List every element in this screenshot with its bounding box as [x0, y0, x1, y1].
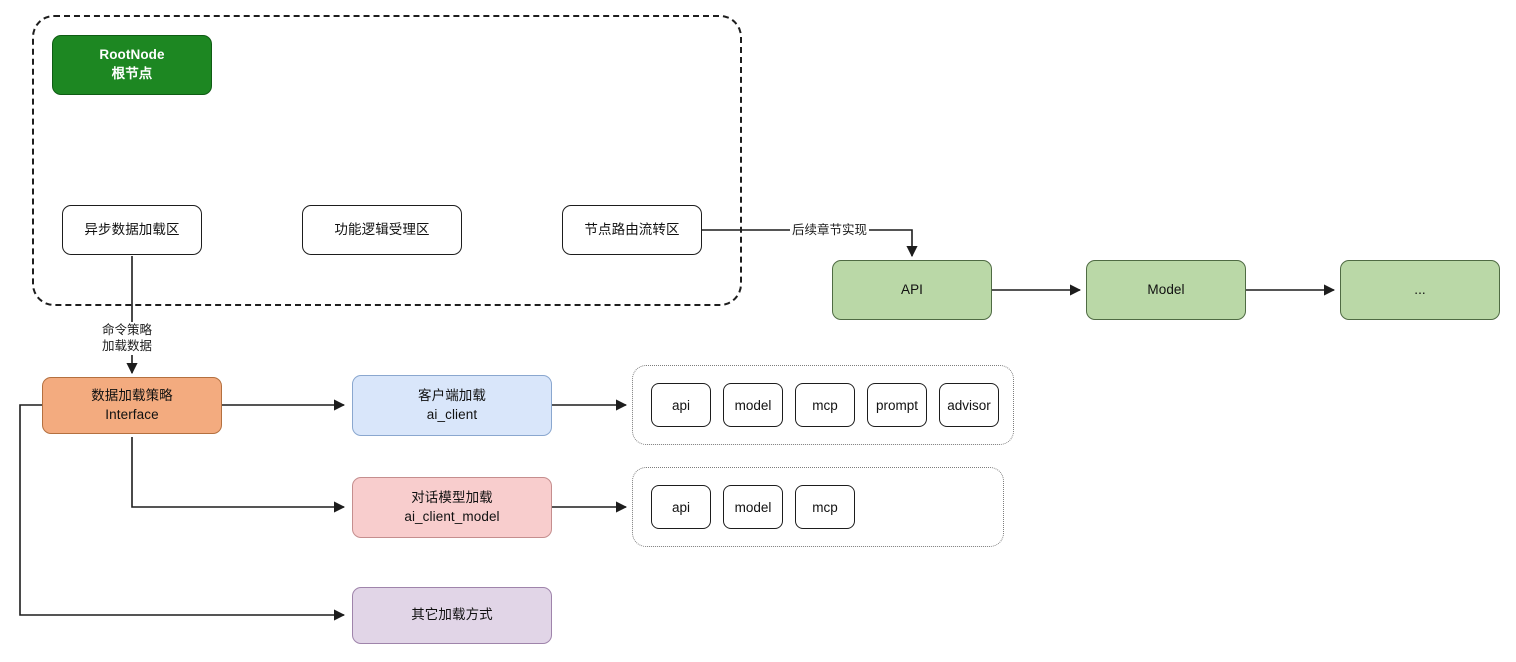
node-interface-line2: Interface: [105, 406, 159, 422]
node-zone-function-logic-label: 功能逻辑受理区: [334, 221, 430, 237]
node-strategy-ai-client[interactable]: 客户端加载 ai_client: [352, 375, 552, 436]
chip-api[interactable]: api: [651, 485, 711, 529]
node-data-load-strategy-interface[interactable]: 数据加载策略 Interface: [42, 377, 222, 434]
chip-mcp[interactable]: mcp: [795, 383, 855, 427]
edge-interface-to-ai-client-model: [131, 437, 346, 513]
node-pipeline-api[interactable]: API: [832, 260, 992, 320]
node-strategy-other-line1: 其它加载方式: [411, 607, 493, 623]
node-zone-async-data-load-label: 异步数据加载区: [84, 221, 180, 237]
node-strategy-other[interactable]: 其它加载方式: [352, 587, 552, 644]
root-node-container: [32, 15, 742, 306]
node-root[interactable]: RootNode 根节点: [52, 35, 212, 95]
edge-label-command-strategy: 命令策略 加载数据: [100, 322, 155, 355]
node-zone-node-routing[interactable]: 节点路由流转区: [562, 205, 702, 255]
chip-model[interactable]: model: [723, 383, 783, 427]
node-strategy-ai-client-line2: ai_client: [426, 406, 478, 422]
node-zone-async-data-load[interactable]: 异步数据加载区: [62, 205, 202, 255]
node-pipeline-more-label: ...: [1414, 281, 1426, 297]
node-pipeline-model-label: Model: [1147, 281, 1185, 297]
edge-label-future-chapter: 后续章节实现: [790, 222, 870, 239]
chip-api[interactable]: api: [651, 383, 711, 427]
edge-interface-to-other: [19, 404, 346, 621]
node-interface-line1: 数据加载策略: [91, 387, 173, 403]
edge-label-command-strategy-line2: 加载数据: [102, 339, 153, 354]
node-root-line1: RootNode: [99, 47, 165, 63]
chip-model[interactable]: model: [723, 485, 783, 529]
chip-advisor[interactable]: advisor: [939, 383, 999, 427]
node-strategy-ai-client-model-line1: 对话模型加载: [411, 489, 493, 505]
node-strategy-ai-client-model[interactable]: 对话模型加载 ai_client_model: [352, 477, 552, 538]
chip-prompt[interactable]: prompt: [867, 383, 927, 427]
node-strategy-ai-client-model-line2: ai_client_model: [404, 508, 500, 524]
node-zone-function-logic[interactable]: 功能逻辑受理区: [302, 205, 462, 255]
chip-group-ai-client: api model mcp prompt advisor: [632, 365, 1014, 445]
node-zone-node-routing-label: 节点路由流转区: [584, 221, 680, 237]
node-root-line2: 根节点: [111, 66, 153, 81]
chip-group-ai-client-model: api model mcp: [632, 467, 1004, 547]
edge-label-command-strategy-line1: 命令策略: [102, 323, 153, 337]
chip-mcp[interactable]: mcp: [795, 485, 855, 529]
node-strategy-ai-client-line1: 客户端加载: [418, 387, 486, 403]
node-pipeline-api-label: API: [900, 281, 924, 297]
node-pipeline-more[interactable]: ...: [1340, 260, 1500, 320]
node-pipeline-model[interactable]: Model: [1086, 260, 1246, 320]
